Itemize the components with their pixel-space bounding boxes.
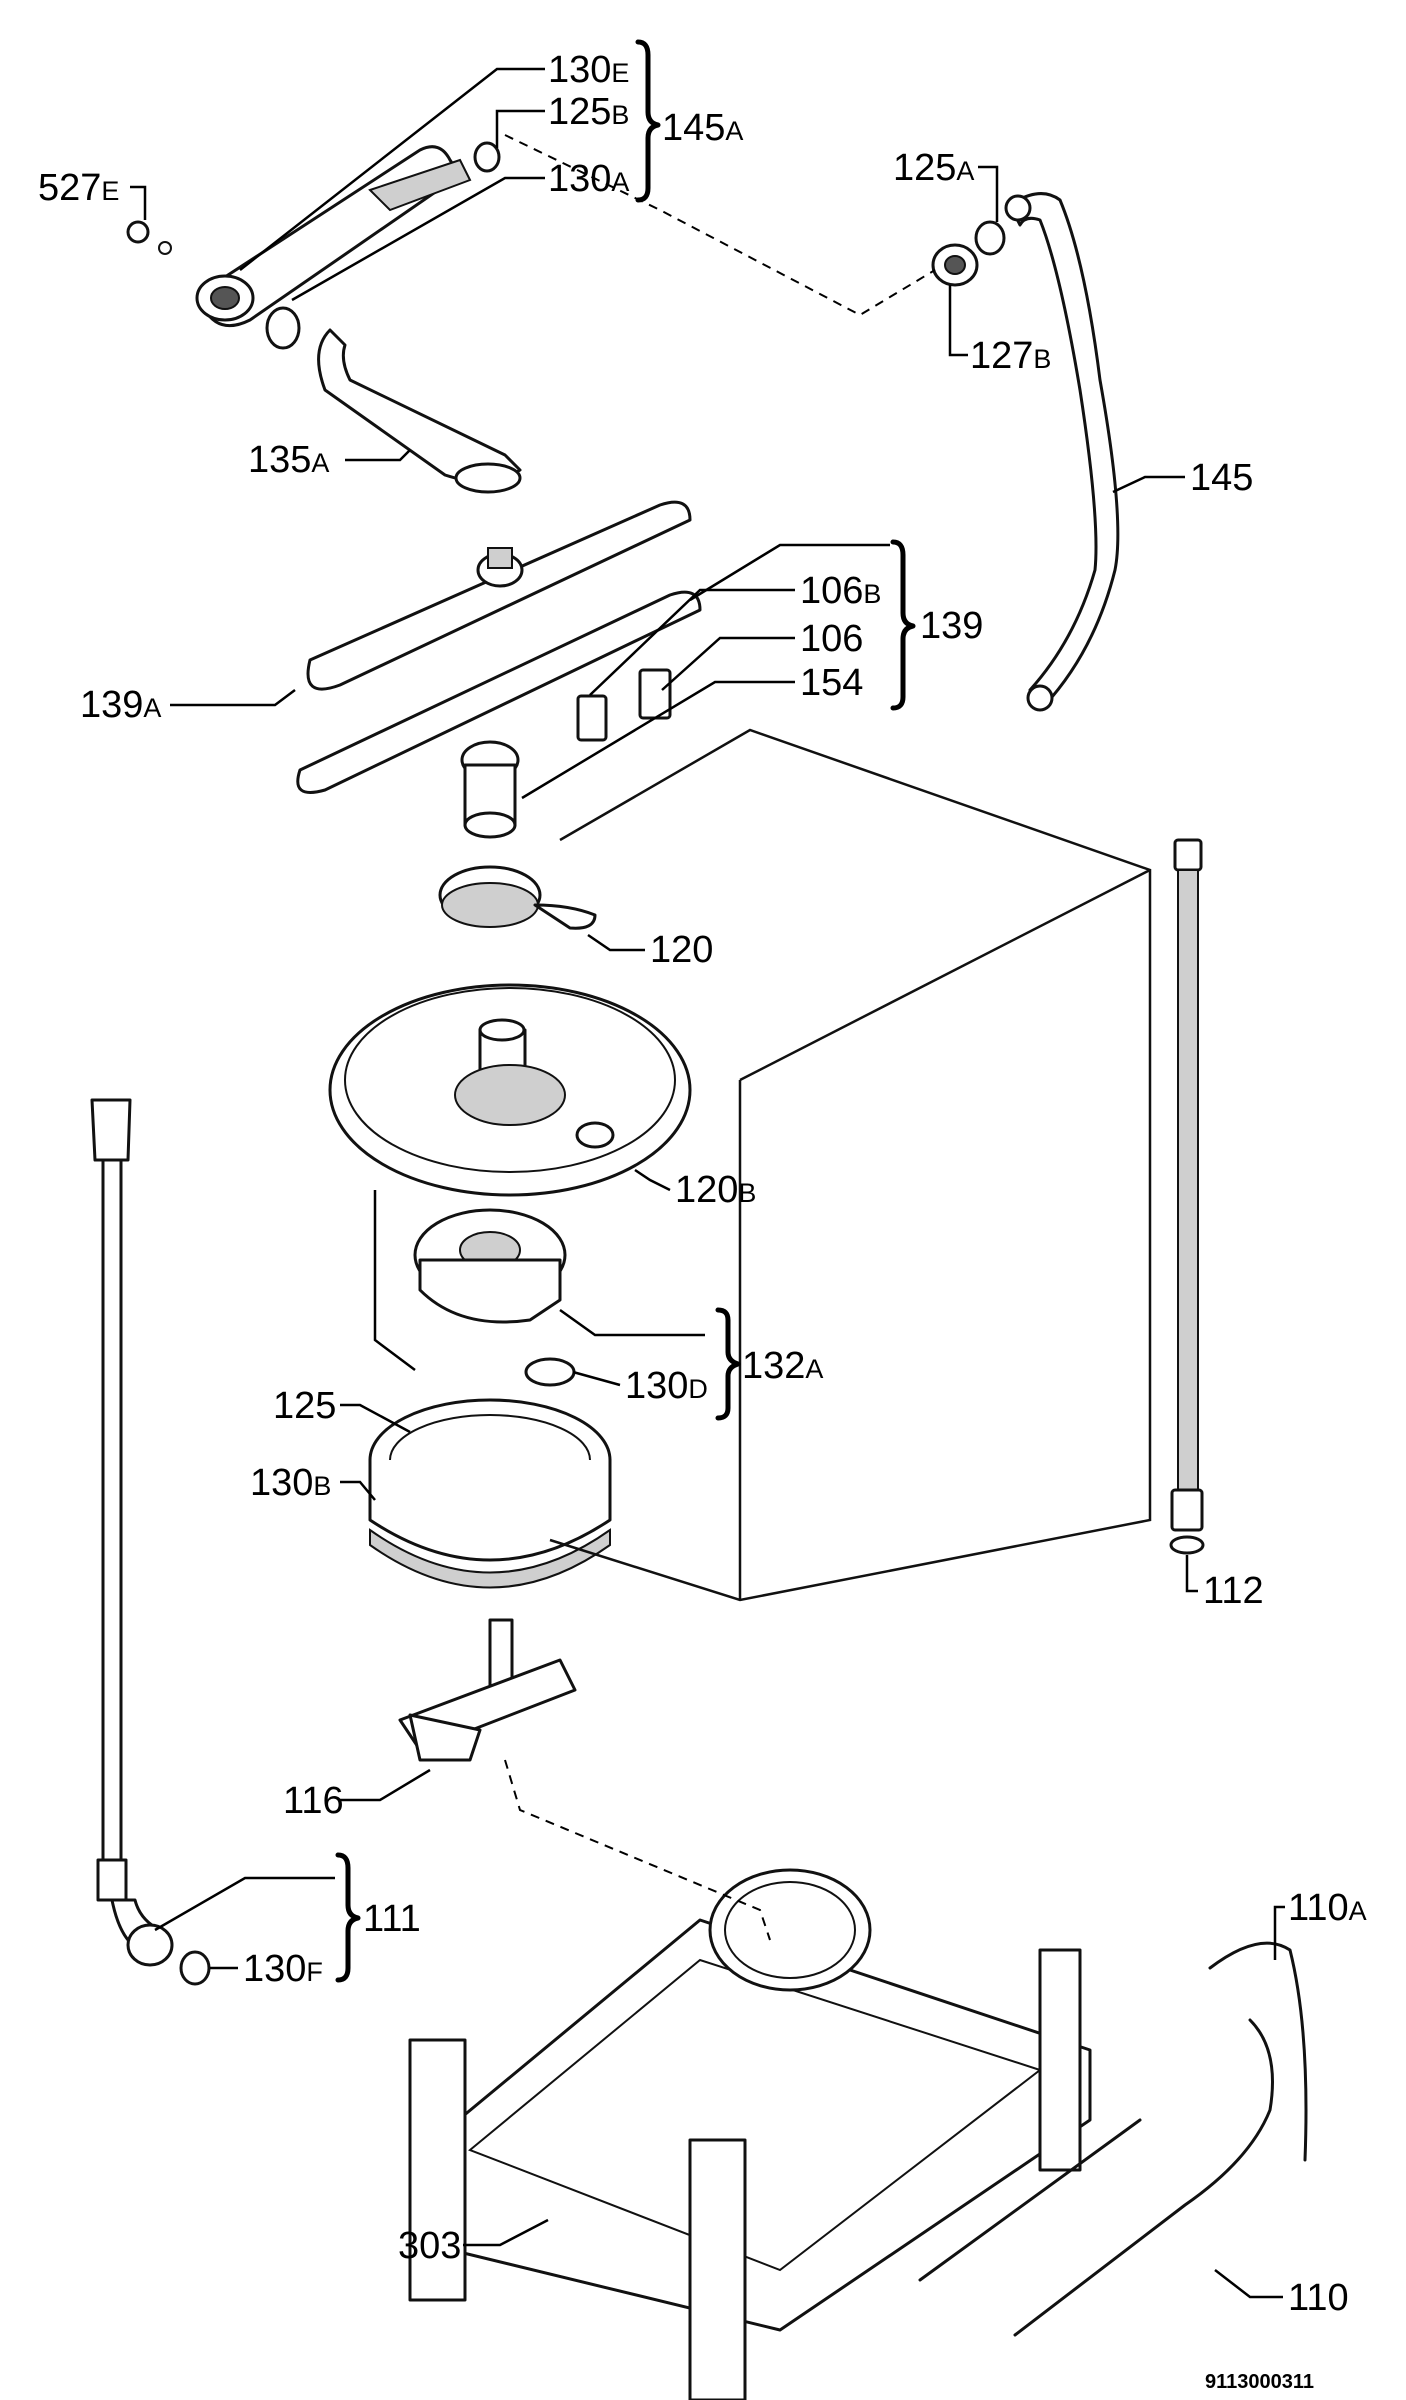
leader-112 (1185, 1555, 1198, 1593)
leader-120 (587, 933, 645, 952)
leader-106b (589, 588, 795, 696)
leader-154 (521, 680, 795, 800)
leader-106 (661, 636, 795, 691)
leader-303 (463, 2218, 549, 2247)
leader-145 (1112, 475, 1185, 494)
seal-130d-part (524, 1357, 576, 1387)
callout-111: 111 (363, 1898, 421, 1940)
leader-125a (978, 165, 999, 222)
alignment-line-upper (504, 134, 936, 317)
callout-110: 110 (1288, 2277, 1349, 2319)
brace-145a (635, 39, 661, 203)
filter-plate-120b-part (328, 983, 692, 1197)
callout-130e: 130E (548, 49, 629, 91)
nut-527e-part (126, 220, 172, 255)
callout-120b: 120B (675, 1169, 756, 1211)
connector-127b-part (931, 243, 979, 287)
hub-154-part (460, 740, 520, 839)
callout-127b: 127B (970, 335, 1051, 377)
seal-130f-part (179, 1950, 211, 1986)
callout-125a: 125A (893, 147, 974, 189)
callout-139: 139 (920, 605, 983, 647)
filter-132a-part (413, 1208, 567, 1324)
callout-154: 154 (800, 662, 863, 704)
base-303-part (408, 1868, 1092, 2400)
leader-130e (239, 67, 545, 271)
callout-145: 145 (1190, 457, 1253, 499)
hose-111-part (90, 1098, 174, 1967)
nut-120-part (438, 865, 597, 930)
leader-139a (170, 689, 296, 707)
leader-lines (130, 67, 1285, 2299)
brace-111 (335, 1852, 361, 1983)
callout-125: 125 (273, 1385, 336, 1427)
seal-125b-part (473, 141, 501, 173)
hose-112-part (1169, 838, 1205, 1555)
supply-pipe-135a-part (317, 328, 522, 494)
callout-112: 112 (1203, 1570, 1264, 1612)
filter-assembly-frame (373, 1190, 416, 1371)
leader-125b (495, 109, 545, 148)
callout-139a: 139A (80, 684, 161, 726)
alignment-line-lower (504, 1759, 771, 1941)
callout-110a: 110A (1288, 1887, 1367, 1929)
callout-116: 116 (283, 1780, 344, 1822)
callout-130d: 130D (625, 1365, 708, 1407)
leader-111 (154, 1876, 335, 1932)
brace-139 (890, 539, 916, 711)
callout-132a: 132A (742, 1345, 823, 1387)
hose-110-part (918, 2018, 1274, 2337)
callout-130b: 130B (250, 1462, 331, 1504)
callout-106: 106 (800, 618, 863, 660)
leader-527e (130, 185, 147, 220)
pipe-145-part (1004, 192, 1120, 712)
seal-130a-part (265, 306, 301, 350)
leader-135a (345, 449, 411, 462)
callout-527e: 527E (38, 167, 119, 209)
drawing-number: 9113000311 (1205, 2371, 1314, 2393)
clip-106b-part (576, 694, 608, 742)
callout-130f: 130F (243, 1948, 323, 1990)
seal-125a-part (974, 220, 1006, 256)
leader-132a (559, 1308, 705, 1337)
leader-125 (340, 1403, 411, 1434)
callout-labels: 130E 125B 145A 130A 527E 125A 127B 135A … (38, 49, 1367, 2319)
callout-130a: 130A (548, 158, 629, 200)
callout-125b: 125B (548, 91, 629, 133)
upper-spray-arm-part (195, 145, 472, 328)
spray-arm-139a-part (296, 500, 702, 794)
leader-116 (340, 1768, 431, 1802)
leader-130b (340, 1480, 376, 1501)
brace-132a (715, 1307, 741, 1421)
sump-125-part (368, 1398, 612, 1562)
callout-106b: 106B (800, 570, 881, 612)
leader-110a (1273, 1905, 1285, 1960)
gasket-130b-part (369, 1528, 611, 1589)
callout-135a: 135A (248, 439, 329, 481)
leader-130d (572, 1370, 621, 1387)
leader-127b (948, 285, 968, 357)
callout-120: 120 (650, 929, 713, 971)
leader-120b (634, 1168, 671, 1192)
callout-145a: 145A (662, 107, 743, 149)
tub-outline (549, 728, 1152, 1602)
leader-139-top (689, 543, 890, 602)
leader-110 (1214, 2269, 1283, 2299)
part-116 (398, 1618, 577, 1762)
callout-303: 303 (398, 2225, 461, 2267)
leader-130a (291, 176, 545, 302)
